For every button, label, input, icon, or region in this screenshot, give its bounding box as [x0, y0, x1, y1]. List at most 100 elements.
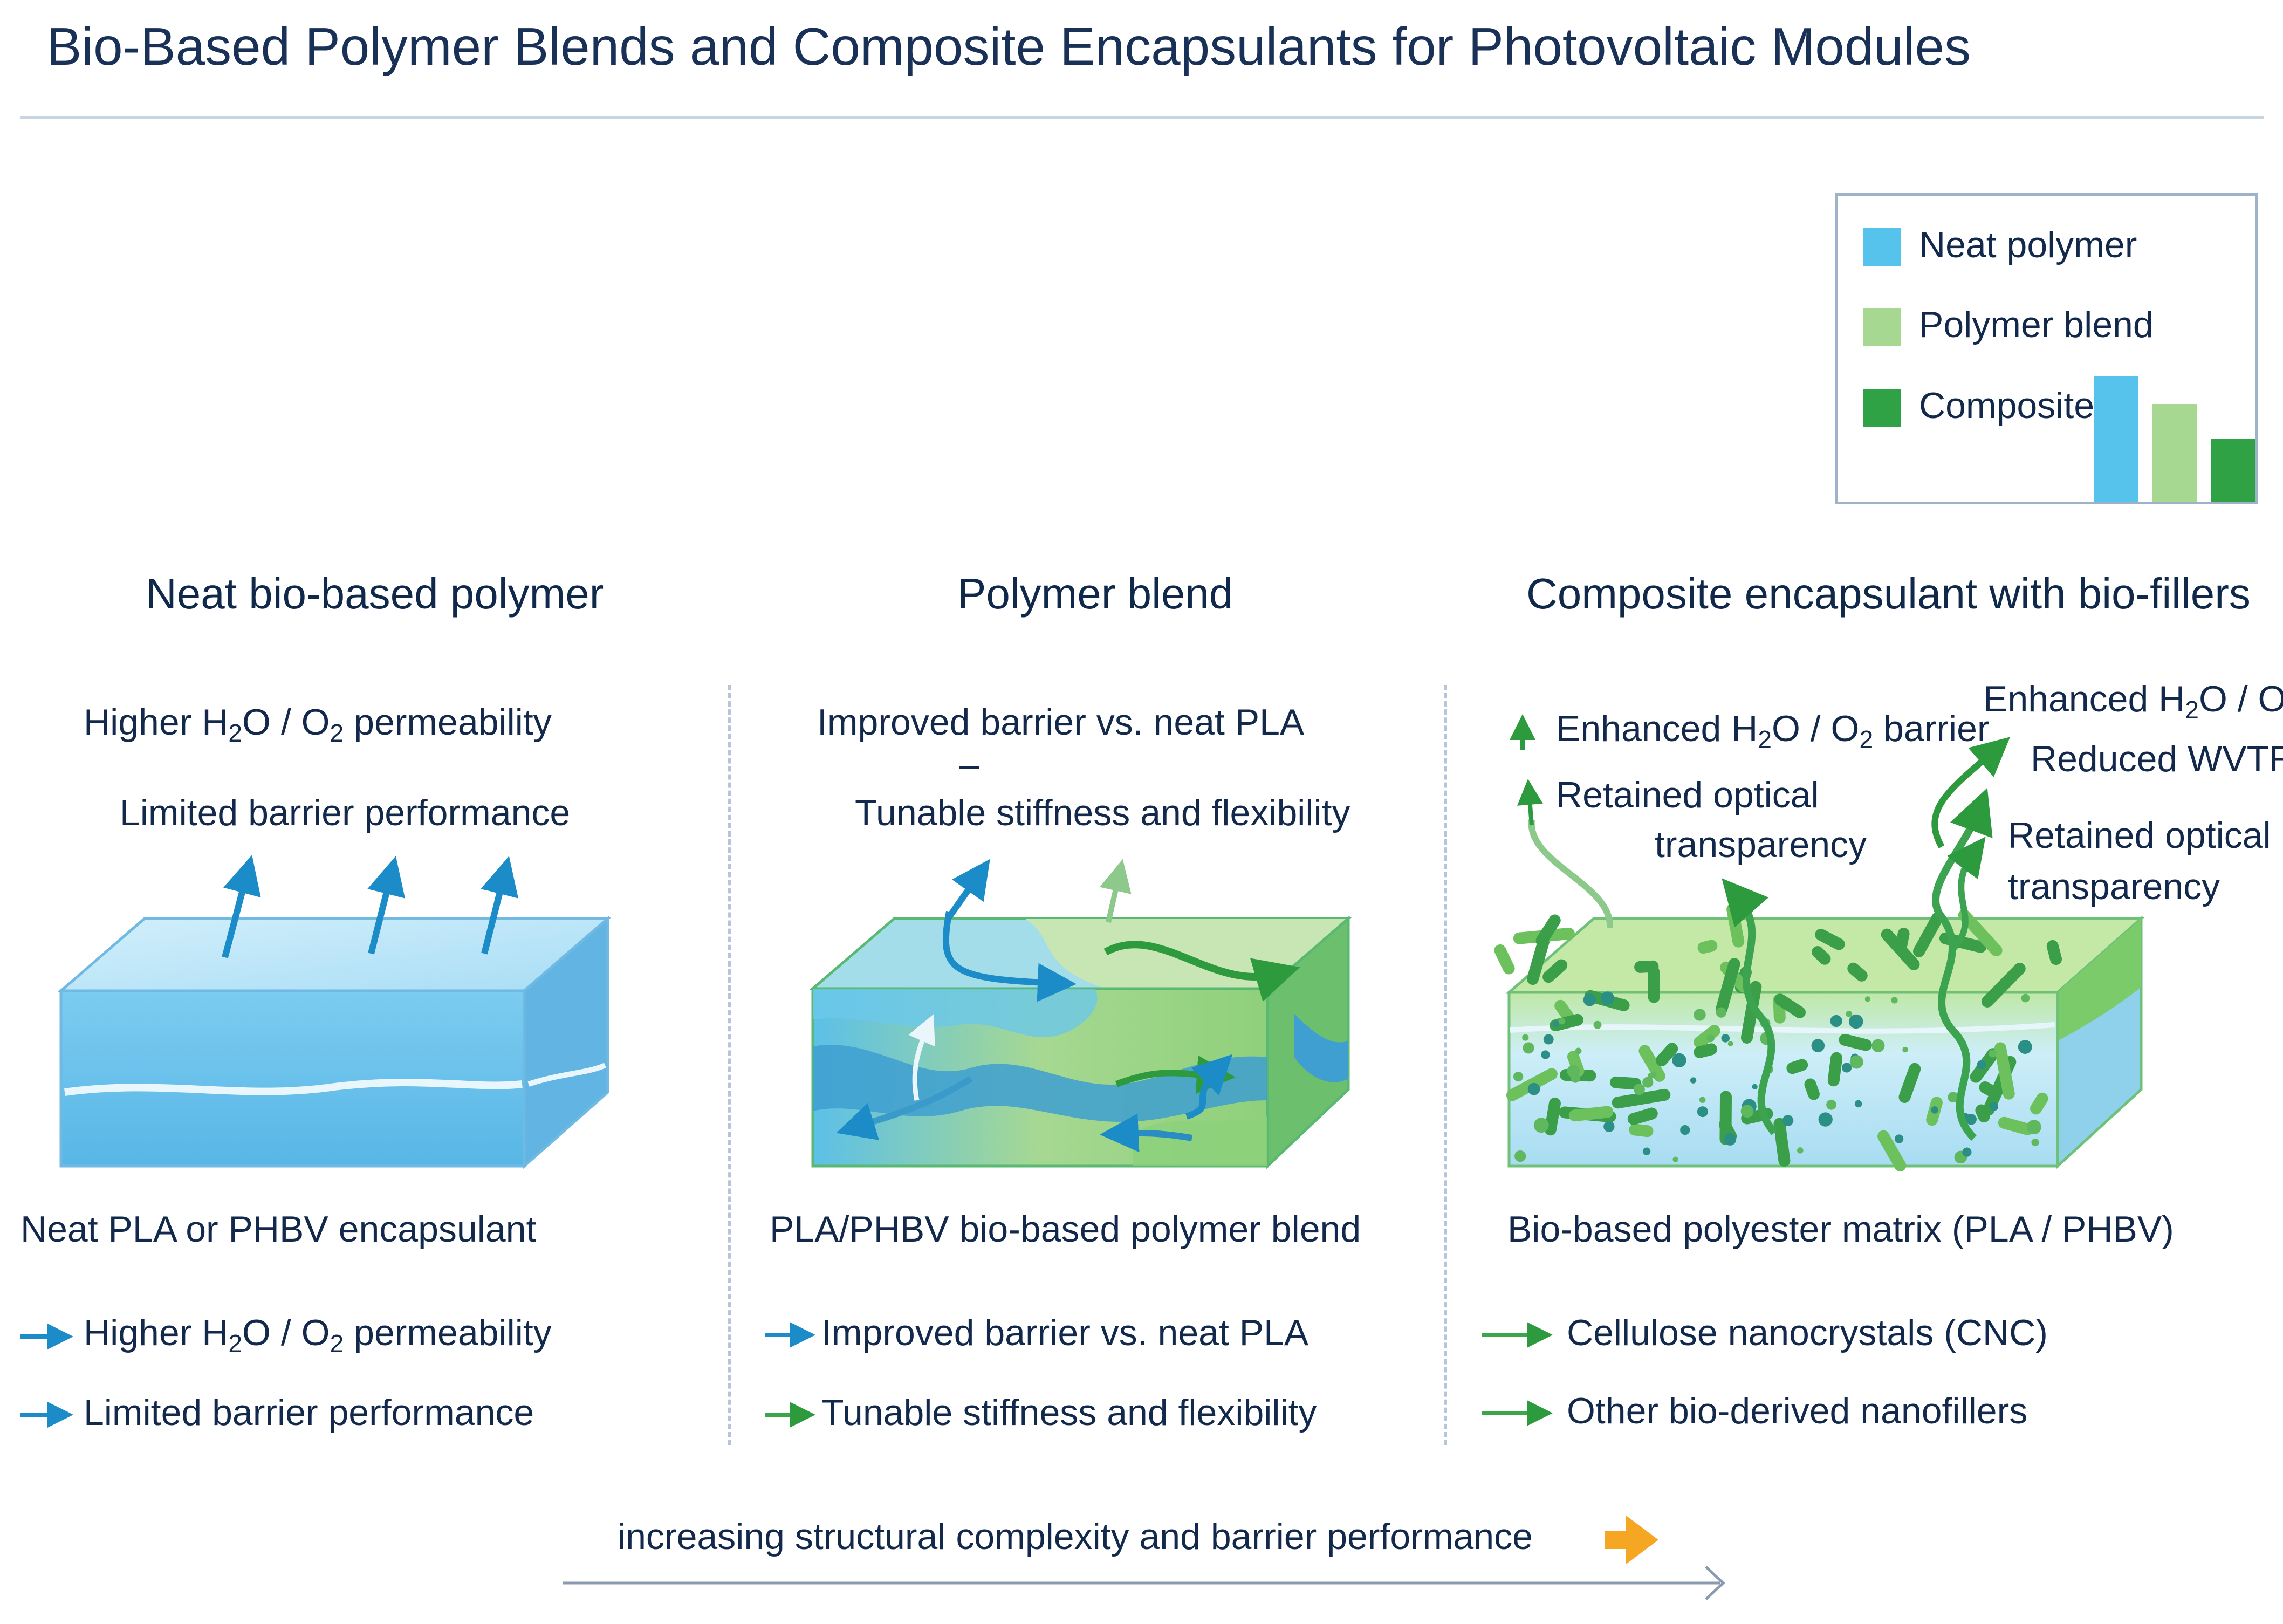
legend-bar-blend [2152, 404, 2197, 502]
neat-caption: Neat PLA or PHBV encapsulant [20, 1209, 537, 1250]
column-divider-1 [728, 685, 731, 1445]
composite-label-retained-left-1: Retained optical [1556, 775, 1819, 816]
legend-label-blend: Polymer blend [1919, 304, 2154, 345]
nanofiller-particle [1846, 1011, 1853, 1017]
nanofiller-particle [1962, 1147, 1972, 1157]
footer-progress-label: increasing structural complexity and bar… [618, 1516, 1533, 1557]
nanofiller-particle [1533, 1118, 1549, 1133]
nanofiller-rod [1535, 914, 1561, 947]
nanofiller-particle [2021, 993, 2030, 1003]
nanofiller-rod [1694, 1043, 1717, 1058]
cellulose-nanofillers [1494, 903, 2062, 1172]
nanofiller-rod [1550, 1013, 1583, 1032]
legend-label-composite: Composite [1919, 385, 2095, 426]
nanofiller-particle [1977, 1060, 1986, 1070]
nanofiller-rod [1958, 909, 2003, 957]
nanofiller-rod [1773, 1118, 1791, 1167]
nanofiller-particle [1989, 1050, 1997, 1058]
nanofiller-particle [1782, 1115, 1794, 1126]
nanofiller-particle [1600, 991, 1615, 1005]
nanofiller-rod [1786, 1059, 1808, 1074]
nanofiller-particle [1543, 1034, 1554, 1045]
nanofiller-particle [1527, 1082, 1540, 1095]
blend-block-shape [809, 915, 1352, 1169]
nanofiller-particle [1558, 1017, 1566, 1025]
footer-progress-arrow [563, 1566, 1725, 1600]
nanofiller-particle [1989, 1102, 1999, 1111]
nanofiller-particle [1690, 1077, 1697, 1084]
legend-swatch-composite [1863, 389, 1901, 427]
nanofiller-rod [1975, 1104, 1990, 1123]
nanofiller-rod [1898, 1063, 1921, 1103]
nanofiller-particle [1830, 1015, 1842, 1027]
nanofiller-particle [1826, 1099, 1836, 1110]
nanofiller-rod [1804, 1078, 1820, 1100]
nanofiller-rod [1542, 959, 1568, 983]
nanofiller-particle [1593, 1020, 1602, 1029]
column-title-neat: Neat bio-based polymer [146, 570, 604, 618]
nanofiller-rod [1979, 1081, 1999, 1098]
nanofiller-rod [1609, 1076, 1642, 1090]
nanofiller-particle [1552, 1020, 1559, 1027]
legend-bar-composite [2211, 439, 2255, 502]
nanofiller-rod [1998, 1116, 2034, 1135]
nanofiller-particle [1931, 1106, 1939, 1114]
column-divider-2 [1444, 685, 1447, 1445]
nanofiller-rod [2030, 1092, 2048, 1115]
nanofiller-particle [1818, 1112, 1833, 1127]
nanofiller-particle [1902, 1046, 1908, 1053]
nanofiller-rod [1877, 1130, 1907, 1172]
nanofiller-rod [1647, 965, 1660, 1003]
nanofiller-particle [1575, 1047, 1582, 1054]
nanofiller-particle [1891, 997, 1898, 1004]
nanofiller-particle [1854, 1100, 1862, 1108]
nanofiller-particle [1694, 1009, 1706, 1021]
nanofiller-particle [1583, 993, 1596, 1006]
blend-label-improved-barrier: Improved barrier vs. neat PLA [817, 702, 1305, 743]
blend-permeation-arrows [836, 859, 1300, 1153]
footer-orange-arrow-icon [1605, 1516, 1658, 1564]
page-title: Bio-Based Polymer Blends and Composite E… [46, 17, 1971, 76]
nanofiller-rod [1839, 1033, 1872, 1051]
nanofiller-particle [1699, 1097, 1706, 1103]
nanofiller-rod [1638, 1045, 1665, 1082]
blend-label-dash: – [959, 744, 979, 785]
nanofiller-particle [1514, 1150, 1526, 1162]
neat-block-shape [57, 915, 612, 1169]
title-divider [20, 116, 2264, 119]
nanofiller-particle [1672, 1053, 1686, 1068]
nanofiller-particle [1724, 1133, 1737, 1146]
nanofiller-rod [1815, 929, 1845, 950]
nanofiller-rod [1881, 928, 1920, 970]
nanofiller-particle [1680, 1125, 1690, 1135]
nanofiller-particle [1697, 1106, 1708, 1118]
nanofiller-rod [1612, 1088, 1671, 1109]
nanofiller-particle [1522, 1034, 1529, 1041]
nanofiller-rod [1655, 1043, 1678, 1066]
nanofiller-particle [1603, 1121, 1615, 1132]
legend: Neat polymer Polymer blend Composite [1835, 193, 2258, 504]
neat-label-limited-barrier: Limited barrier performance [120, 792, 571, 833]
nanofiller-particle [1706, 1034, 1715, 1043]
nanofiller-particle [1672, 1156, 1678, 1162]
composite-label-retained-right-2: transparency [2008, 866, 2220, 907]
composite-label-retained-left-2: transparency [1655, 824, 1867, 865]
legend-swatch-blend [1863, 308, 1901, 346]
nanofiller-rod [1994, 1042, 2015, 1100]
nanofiller-particle [1716, 1007, 1727, 1018]
nanofiller-particle [1740, 1105, 1754, 1118]
nanofiller-particle [1567, 1065, 1580, 1078]
legend-bar-neat [2094, 376, 2138, 502]
composite-caption: Bio-based polyester matrix (PLA / PHBV) [1507, 1209, 2174, 1250]
nanofiller-particle [2031, 1138, 2039, 1147]
legend-swatch-neat [1863, 228, 1901, 266]
blend-label-tunable: Tunable stiffness and flexibility [855, 792, 1350, 833]
composite-permeation-arrows [1510, 714, 2011, 1141]
nanofiller-rod [1567, 1051, 1585, 1077]
nanofiller-particle [1841, 1063, 1852, 1073]
nanofiller-particle [1849, 1014, 1863, 1029]
neat-label-permeability: Higher H2O / O2 permeability [84, 702, 552, 747]
nanofiller-particle [1541, 1050, 1550, 1059]
composite-label-enhanced-right: Enhanced H2O / O2 [1983, 679, 2283, 724]
neat-permeation-arrows [222, 855, 519, 958]
